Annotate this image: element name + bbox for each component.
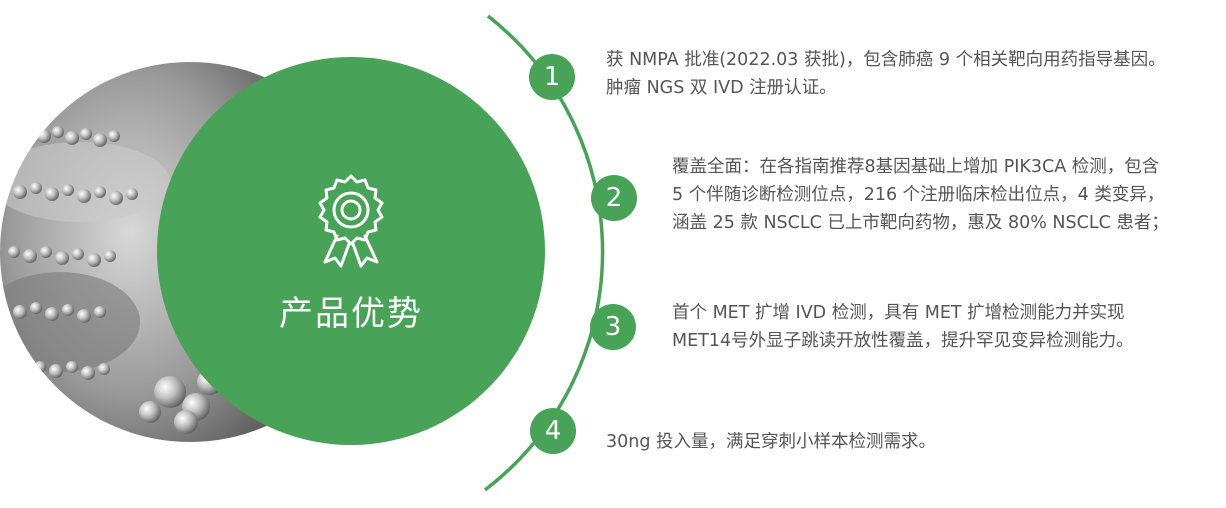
item-line: 获 NMPA 批准(2022.03 获批)，包含肺癌 9 个相关靶向用药指导基因… <box>606 50 1166 70</box>
item-line: 30ng 投入量，满足穿刺小样本检测需求。 <box>606 432 937 452</box>
item-line: MET14号外显子跳读开放性覆盖，提升罕见变异检测能力。 <box>672 331 1134 351</box>
item-line: 覆盖全面：在各指南推荐8基因基础上增加 PIK3CA 检测，包含 <box>672 157 1160 177</box>
award-ribbon-icon <box>318 174 384 267</box>
advantage-item-3: 首个 MET 扩增 IVD 检测，具有 MET 扩增检测能力并实现 MET14号… <box>672 299 1134 355</box>
step-4-marker: 4 <box>530 408 576 454</box>
advantage-item-2: 覆盖全面：在各指南推荐8基因基础上增加 PIK3CA 检测，包含 5 个伴随诊断… <box>672 153 1169 237</box>
page-title: 产品优势 <box>279 293 423 334</box>
product-advantage-circle: 产品优势 <box>157 57 545 445</box>
advantage-item-4: 30ng 投入量，满足穿刺小样本检测需求。 <box>606 428 936 456</box>
step-3-marker: 3 <box>590 304 636 350</box>
item-line: 首个 MET 扩增 IVD 检测，具有 MET 扩增检测能力并实现 <box>672 303 1125 323</box>
step-1-marker: 1 <box>529 54 575 100</box>
item-line: 涵盖 25 款 NSCLC 已上市靶向药物，惠及 80% NSCLC 患者； <box>672 213 1169 233</box>
advantage-item-1: 获 NMPA 批准(2022.03 获批)，包含肺癌 9 个相关靶向用药指导基因… <box>606 46 1166 102</box>
item-line: 肿瘤 NGS 双 IVD 注册认证。 <box>606 78 837 98</box>
item-line: 5 个伴随诊断检测位点，216 个注册临床检出位点，4 类变异， <box>672 185 1165 205</box>
step-2-marker: 2 <box>591 175 637 221</box>
